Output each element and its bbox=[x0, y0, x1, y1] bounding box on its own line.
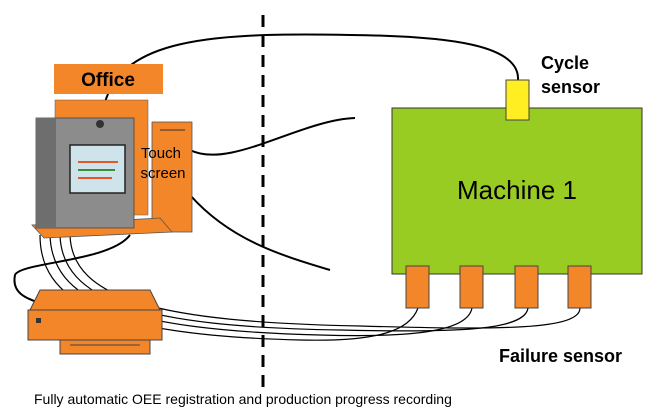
printer-icon bbox=[27, 289, 163, 355]
caption: Fully automatic OEE registration and pro… bbox=[34, 391, 452, 407]
failure-wire-3 bbox=[59, 234, 529, 332]
office-label-bg bbox=[54, 64, 163, 94]
touch-screen-wire-2 bbox=[189, 117, 356, 156]
cycle-sensor bbox=[505, 79, 530, 121]
touch-screen-wire bbox=[189, 194, 331, 271]
machine-1 bbox=[391, 107, 643, 275]
failure-wire-2 bbox=[49, 234, 473, 337]
failure-sensor-2 bbox=[459, 265, 484, 309]
failure-sensor-1 bbox=[405, 265, 430, 309]
touch-screen-label: Touch screen bbox=[140, 145, 185, 182]
cycle-sensor-wire bbox=[101, 33, 520, 119]
office-label: Office bbox=[81, 70, 135, 91]
failure-sensor-label: Failure sensor bbox=[499, 346, 622, 366]
machine-label: Machine 1 bbox=[457, 175, 577, 205]
failure-wire-1 bbox=[39, 234, 419, 341]
failure-sensor-3 bbox=[514, 265, 539, 309]
failure-wire-4 bbox=[69, 234, 581, 329]
cabinet-shade bbox=[36, 118, 56, 228]
cycle-sensor-label: Cycle sensor bbox=[541, 53, 600, 97]
failure-sensor-4 bbox=[567, 265, 592, 309]
beacon-icon bbox=[96, 120, 104, 128]
